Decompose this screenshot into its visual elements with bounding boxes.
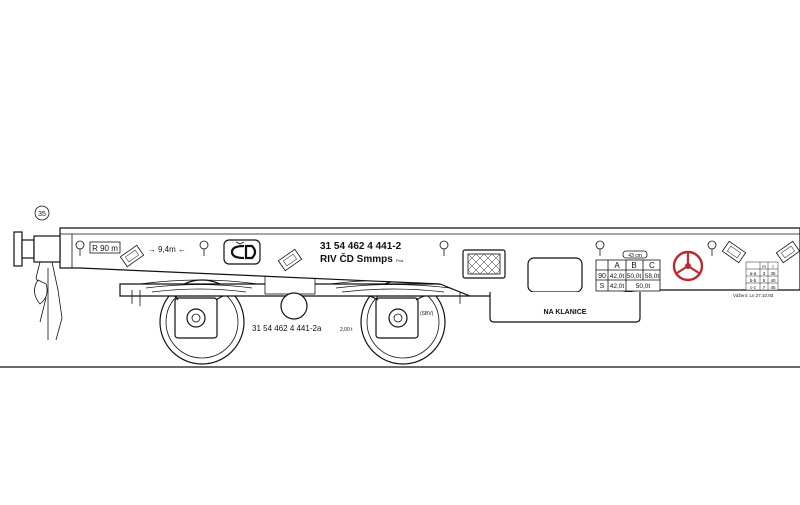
load-row-speed: S <box>600 283 605 290</box>
load-table: A B C 90 42,0t 50,0t 58,0t S 42,0t 50,0t <box>595 259 661 292</box>
load-col-b: B <box>631 261 636 270</box>
stanchion-pockets <box>119 240 800 272</box>
frame-number-suffix: 2,00 t <box>340 327 353 333</box>
axle-cap <box>388 308 408 328</box>
buffer-stem <box>21 239 35 259</box>
length-mark: 9,4m <box>158 245 176 254</box>
revision-note: Vážení: Ln 27.10.93 <box>733 293 774 298</box>
load-cell: 42,0t <box>610 283 625 290</box>
handbrake-wheel <box>672 250 704 282</box>
load-cell: 50,0t <box>627 273 642 280</box>
load-cell: 50,0t <box>636 283 651 290</box>
side-cell: 45 <box>770 285 776 290</box>
riv-suffix: Pod <box>396 258 403 263</box>
leaf-spring-left <box>139 279 259 293</box>
frame-number: 31 54 462 4 441-2a <box>252 324 322 333</box>
bolster-pivot <box>280 292 308 320</box>
left-wheelset <box>159 279 245 365</box>
cd-logo-c <box>230 244 245 260</box>
side-cell: t <box>772 264 774 269</box>
curve-radius-label: R 90 m <box>92 244 118 253</box>
axle-cap <box>186 308 206 328</box>
side-cell: c-c <box>750 285 757 290</box>
load-mark-box <box>622 250 648 259</box>
side-cell: a-a <box>750 271 757 276</box>
load-col-a: A <box>614 261 620 270</box>
handwheel-rim <box>672 250 704 282</box>
hatched-panel <box>462 249 506 279</box>
cd-logo-hacek <box>235 241 245 245</box>
riv-class: RIV ČD Smmps <box>320 252 393 265</box>
na-klanice-label: NA KLANICE <box>544 309 587 316</box>
buffer-casing <box>33 235 61 263</box>
load-cell: 58,0t <box>645 273 660 280</box>
side-cell: 40 <box>770 278 776 283</box>
load-cell: 42,0t <box>610 273 625 280</box>
side-cell: m <box>762 264 766 269</box>
length-arrow-right: ← <box>178 245 186 254</box>
wagon-badge-number: 35 <box>38 211 46 218</box>
na-klanice-plate <box>489 292 641 323</box>
label-plate <box>527 257 583 293</box>
frame-rings <box>75 240 717 256</box>
cd-logo <box>223 239 261 265</box>
wagon-number: 31 54 462 4 441-2 <box>320 241 402 252</box>
curve-radius-box <box>89 241 121 254</box>
handwheel-spokes <box>676 253 700 274</box>
load-row-speed: 90 <box>598 273 606 280</box>
buffer-head <box>13 231 23 267</box>
coupler-hook <box>34 279 48 305</box>
buffer-assembly <box>13 231 63 341</box>
cd-logo-d <box>244 244 257 260</box>
side-table: m t a-a 3 35 b-b 5 40 c-c 7 45 <box>745 261 779 291</box>
side-cell: 5 <box>763 278 766 283</box>
axle-cap-inner <box>191 313 201 323</box>
side-cell: 35 <box>770 271 776 276</box>
load-mark: 43 cm <box>628 253 642 259</box>
axle-cap-inner <box>393 313 403 323</box>
wagon-badge <box>34 205 50 221</box>
side-cell: 7 <box>763 285 766 290</box>
side-cell: b-b <box>750 278 757 283</box>
length-arrow-left: → <box>148 245 156 254</box>
side-cell: 3 <box>763 271 766 276</box>
right-wheelset <box>347 279 449 365</box>
load-col-c: C <box>649 261 655 270</box>
brake-tag: (SBV) <box>420 311 434 317</box>
